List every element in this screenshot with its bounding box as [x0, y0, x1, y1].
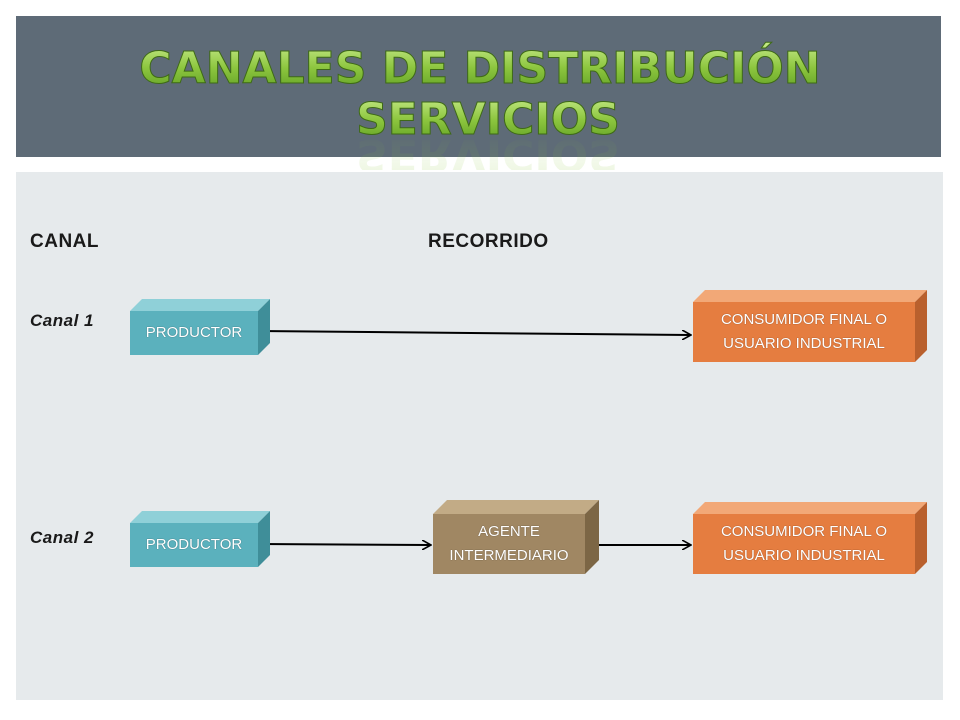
arrow-canal2-a: [257, 544, 430, 545]
canal-2-label: Canal 2: [30, 528, 94, 547]
node-consumidor-canal1: CONSUMIDOR FINAL O USUARIO INDUSTRIAL: [693, 290, 927, 362]
productor-label: PRODUCTOR: [145, 536, 243, 553]
content-panel: [16, 172, 943, 700]
consumidor-label: CONSUMIDOR FINAL O USUARIO INDUSTRIAL: [720, 311, 888, 352]
consumidor-label: CONSUMIDOR FINAL O USUARIO INDUSTRIAL: [720, 523, 888, 564]
canal-1-label: Canal 1: [30, 311, 94, 330]
header-recorrido: RECORRIDO: [428, 231, 549, 252]
title-line-1: CANALES DE DISTRIBUCIÓN: [139, 41, 820, 94]
arrow-canal1: [257, 331, 690, 335]
node-productor-canal2: PRODUCTOR: [130, 511, 270, 567]
header-canal: CANAL: [30, 231, 99, 252]
node-consumidor-canal2: CONSUMIDOR FINAL O USUARIO INDUSTRIAL: [693, 502, 927, 574]
node-productor-canal1: PRODUCTOR: [130, 299, 270, 355]
title-band: [16, 16, 941, 157]
title-reflection: SERVICIOS: [356, 129, 620, 170]
agente-label: AGENTE INTERMEDIARIO: [449, 523, 569, 564]
slide-title: CANALES DE DISTRIBUCIÓN SERVICIOS SERVIC…: [139, 41, 821, 171]
productor-label: PRODUCTOR: [145, 324, 243, 341]
node-agente-intermediario: AGENTE INTERMEDIARIO: [433, 500, 599, 574]
title-line-2: SERVICIOS: [356, 94, 620, 145]
